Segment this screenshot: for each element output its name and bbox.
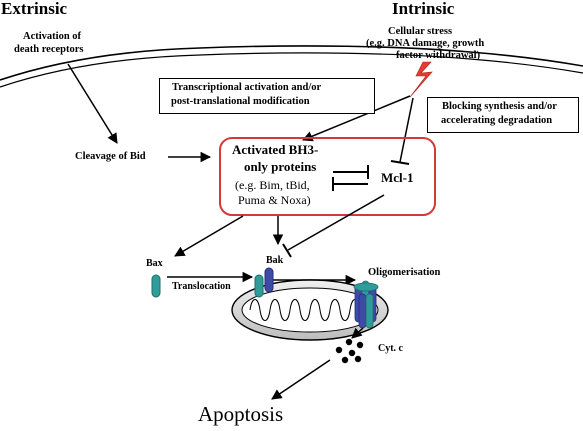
cell-membrane-outer: [0, 45, 583, 81]
label-cleavage-of-bid: Cleavage of Bid: [75, 151, 146, 162]
inhibit-bar-mcl1: [390, 160, 410, 165]
bh3-line2: only proteins: [244, 159, 317, 174]
bax-protein-icon: [151, 274, 161, 298]
blocking-line1: Blocking synthesis and/or: [442, 101, 557, 112]
blocking-line2: accelerating degradation: [441, 115, 553, 126]
lightning-bolt-icon: [409, 61, 433, 98]
label-cellular-stress-line2: (e.g. DNA damage, growth: [366, 38, 485, 49]
bh3-line4: Puma & Noxa): [238, 193, 311, 207]
arrow-bh3-to-bax: [174, 215, 244, 257]
bh3-line1: Activated BH3-: [232, 142, 319, 157]
label-bax: Bax: [146, 258, 163, 269]
inhibit-mcl1-to-bak: [287, 194, 385, 251]
label-activation-line1: Activation of: [23, 31, 82, 42]
arrow-receptor-to-cleavage: [67, 63, 118, 144]
label-mcl1: Mcl-1: [381, 170, 414, 185]
bax-inserted-icon: [254, 274, 264, 298]
bh3-line3: (e.g. Bim, tBid,: [235, 178, 310, 192]
cell-membrane-inner: [0, 52, 583, 88]
bh3-mcl1-frame: [219, 137, 436, 216]
oligomer-pore-icon: [353, 280, 379, 329]
mitochondrion: [231, 279, 389, 341]
arrow-cytc-to-apoptosis: [271, 359, 331, 400]
label-apoptosis: Apoptosis: [198, 402, 284, 426]
cytochrome-c-dots-icon: [335, 338, 364, 364]
heading-intrinsic: Intrinsic: [392, 0, 455, 18]
label-cellular-stress-line3: factor withdrawal): [396, 50, 481, 61]
bak-protein-icon: [264, 267, 274, 293]
label-activation-line2: death receptors: [14, 44, 84, 55]
heading-extrinsic: Extrinsic: [1, 0, 68, 18]
transcriptional-line1: Transcriptional activation and/or: [172, 82, 322, 93]
transcriptional-line2: post-translational modification: [171, 96, 310, 107]
label-translocation: Translocation: [172, 281, 231, 292]
blocking-box: Blocking synthesis and/or accelerating d…: [427, 97, 579, 133]
inhibit-stress-to-mcl1: [399, 97, 414, 163]
label-bak: Bak: [266, 255, 284, 266]
transcriptional-box: Transcriptional activation and/or post-t…: [159, 78, 375, 114]
arrow-oligomer-to-cytc: [351, 327, 364, 339]
arrow-stress-to-bh3: [302, 95, 411, 142]
label-oligomerisation: Oligomerisation: [368, 267, 441, 278]
label-cytc: Cyt. c: [378, 343, 403, 354]
label-cellular-stress-line1: Cellular stress: [388, 26, 453, 37]
